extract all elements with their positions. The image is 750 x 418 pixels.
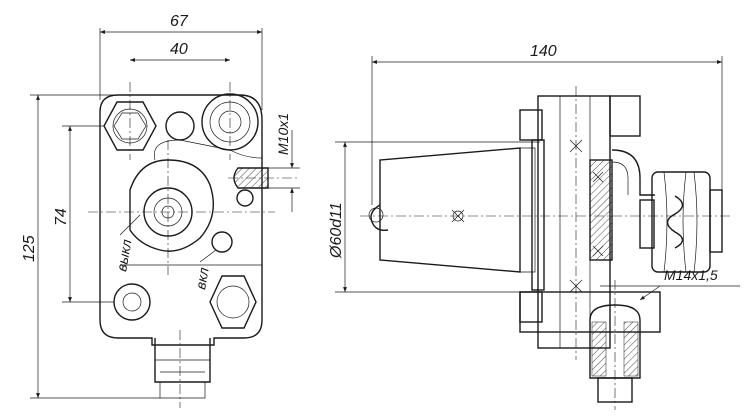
left-body-outline (99, 94, 263, 346)
thread-side-label: M10x1 (275, 113, 291, 155)
hex-nut-bottom-right (209, 275, 257, 329)
tapered-sleeve (379, 147, 521, 273)
left-view: 67 40 125 74 M10x1 выкл вкл (21, 13, 300, 408)
dim-height-inner: 74 (53, 208, 70, 226)
label-off: выкл (113, 238, 134, 273)
small-port (165, 111, 195, 141)
dim-height-total: 125 (21, 235, 38, 262)
pulley (639, 171, 723, 273)
label-on: вкл (192, 266, 212, 290)
thread-bottom-label: M14x1,5 (664, 267, 718, 283)
dim-length: 140 (530, 43, 557, 60)
bottom-fitting-section (519, 291, 661, 403)
dim-diameter: Ø60d11 (328, 202, 345, 259)
cam-disc (129, 159, 214, 252)
dim-width-inner: 40 (170, 41, 188, 58)
elbow-pipe (611, 149, 655, 196)
dim-width-total: 67 (170, 13, 189, 30)
right-view: 140 Ø60d11 (328, 43, 740, 410)
round-boss-bottom-left (113, 283, 151, 321)
